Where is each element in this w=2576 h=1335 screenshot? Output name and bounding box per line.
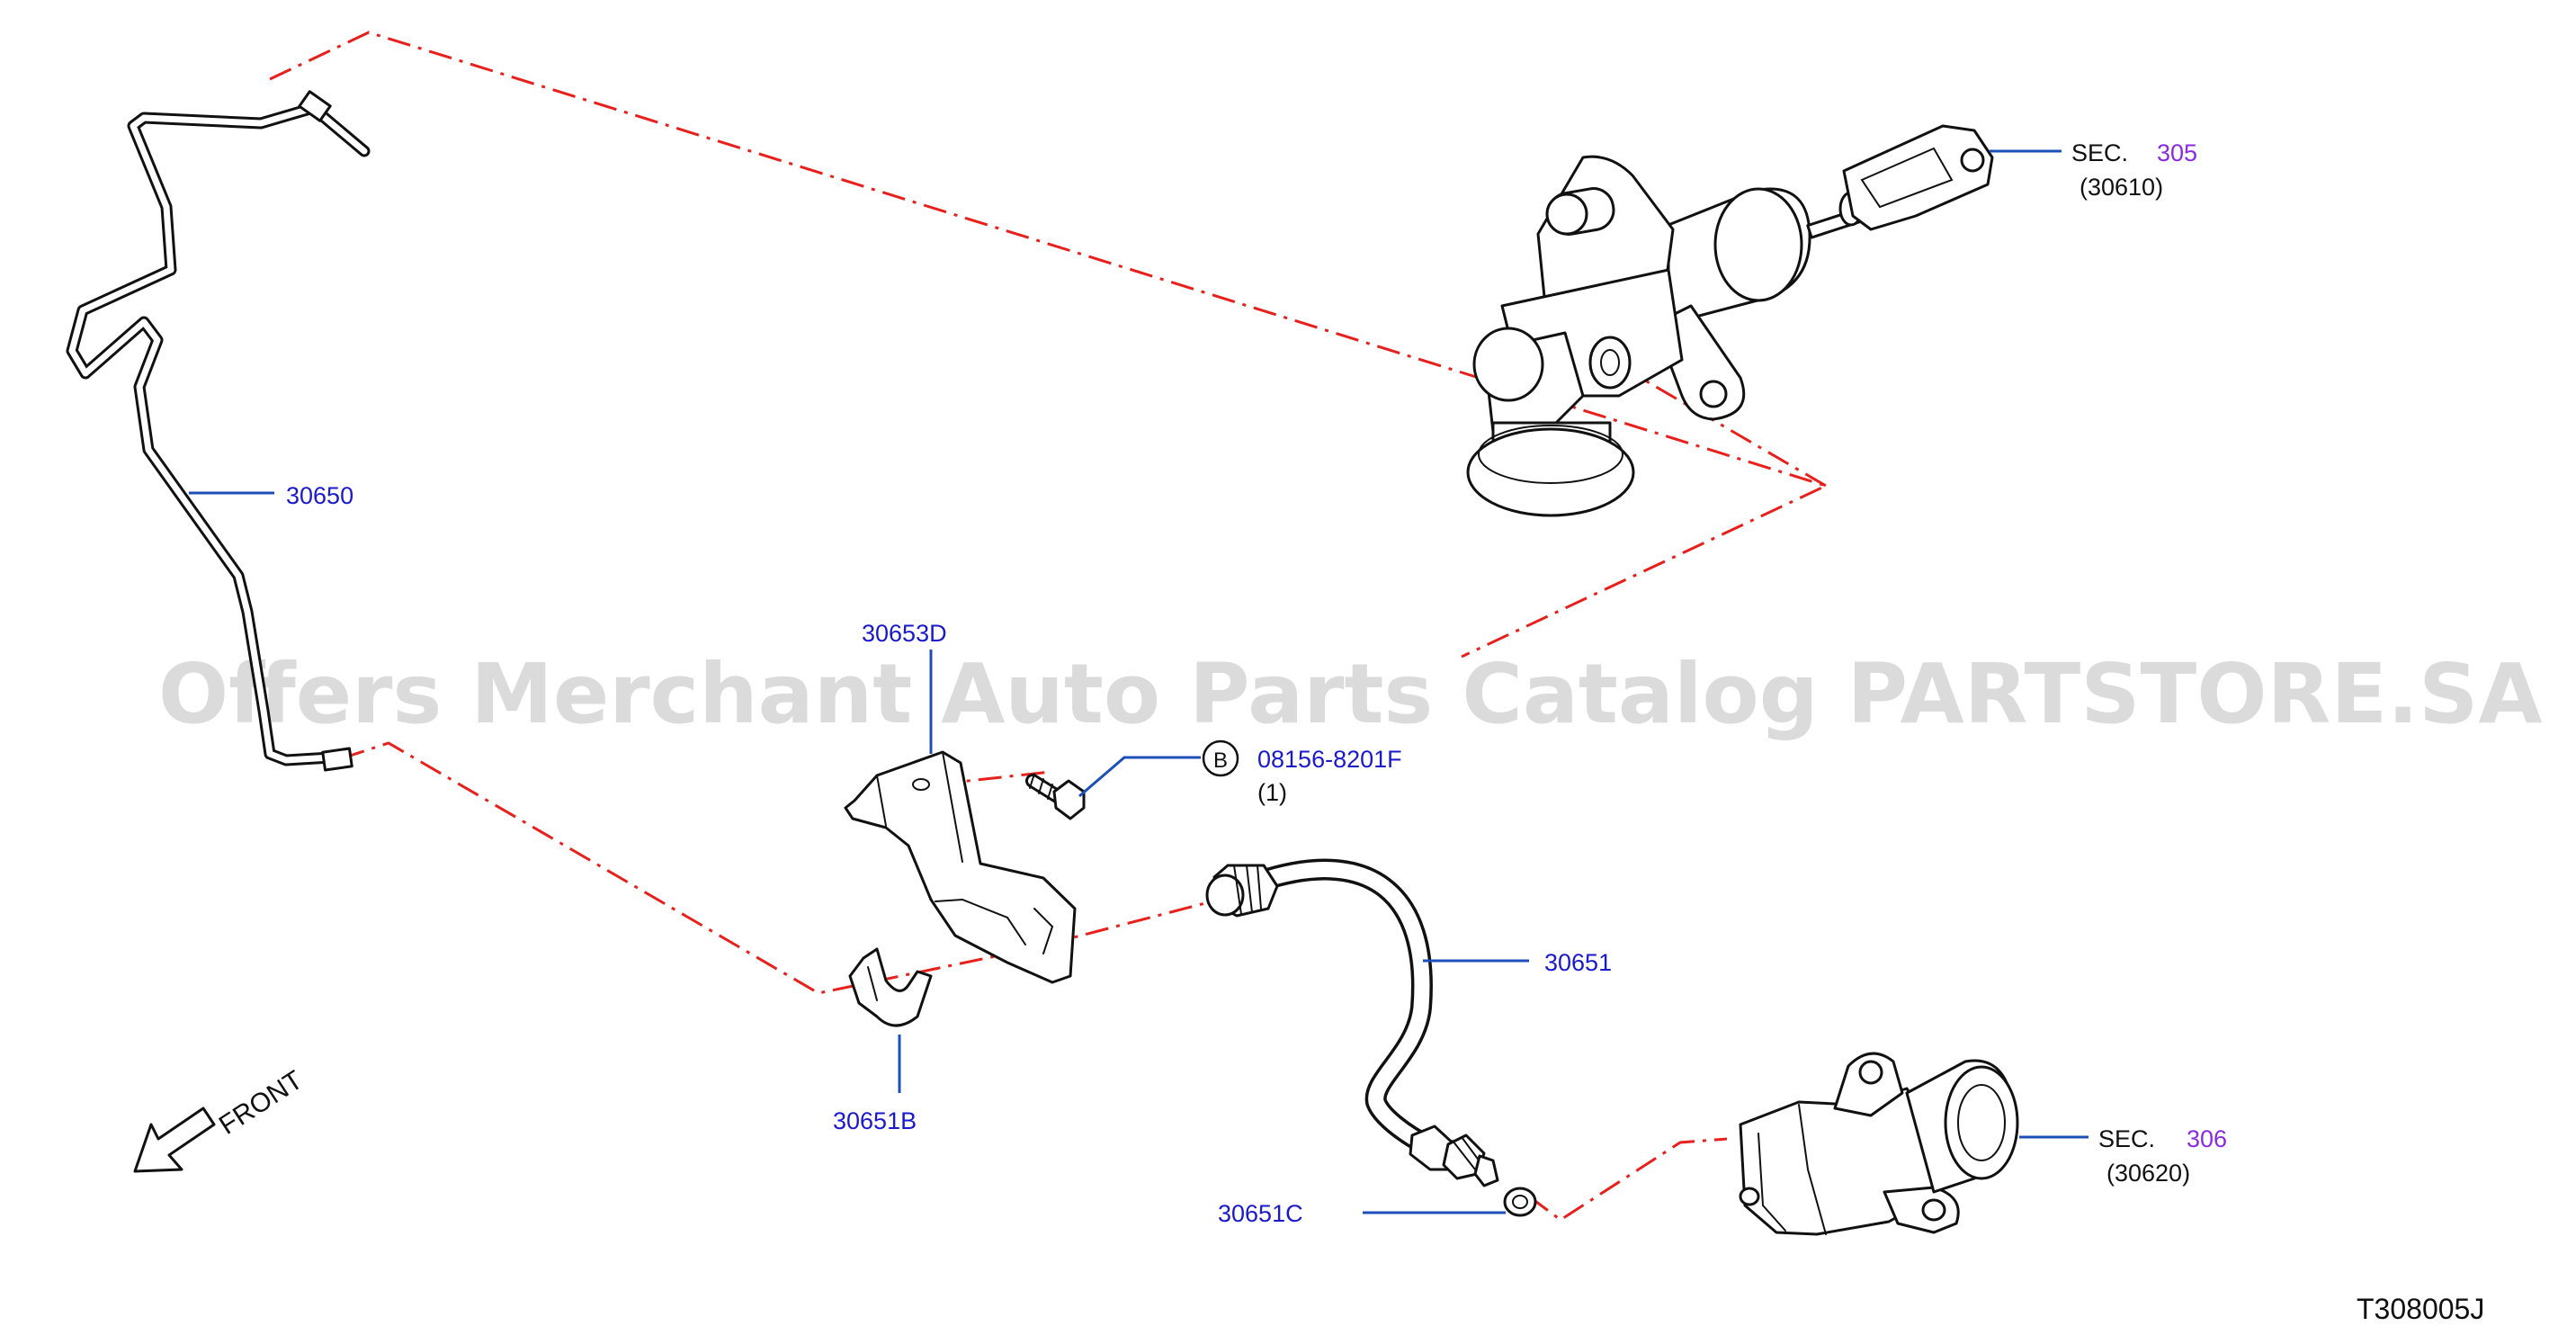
sec-306-prefix: SEC. — [2098, 1125, 2155, 1152]
slave-ear-bottom-hole — [1921, 1198, 1946, 1222]
sec-305-sub: (30610) — [2080, 174, 2163, 201]
bolt-head — [1052, 779, 1086, 820]
ref-line-master-outlet — [1618, 363, 1827, 488]
bracket-body — [844, 750, 1077, 984]
ref-line-washer-to-slave — [1528, 1137, 1728, 1222]
bolt-08156-8201F — [1025, 773, 1086, 820]
label-08156-8201F: 08156-8201F — [1257, 746, 1402, 773]
leader-lines — [189, 149, 2089, 1214]
front-label: FRONT — [214, 1065, 309, 1141]
sec-305-number: 305 — [2157, 139, 2197, 166]
clutch-pipe-30650 — [66, 90, 371, 772]
master-outlet — [1588, 336, 1632, 390]
sec-306-number: 306 — [2187, 1125, 2227, 1152]
clutch-operating-cylinder — [1739, 1052, 2019, 1236]
washer-inner — [1512, 1195, 1528, 1209]
bracket-30653D — [844, 750, 1077, 984]
slave-ear-bottom — [1883, 1186, 1960, 1234]
washer-30651C — [1503, 1187, 1537, 1217]
slave-ear-top-hole — [1858, 1060, 1883, 1085]
clip-body — [848, 947, 933, 1027]
label-30651C: 30651C — [1218, 1200, 1303, 1227]
diagram-code: T308005J — [2357, 1293, 2484, 1325]
label-30651B: 30651B — [833, 1107, 917, 1134]
clutch-master-cylinder — [1466, 124, 1994, 517]
sec-306-sub: (30620) — [2106, 1160, 2190, 1187]
slave-bleeder — [1739, 1187, 1760, 1206]
watermark-text: Offers Merchant Auto Parts Catalog PARTS… — [158, 646, 2543, 742]
clip-30651B — [848, 947, 933, 1027]
bolt-ref-letter: B — [1213, 748, 1228, 773]
slave-bore-end — [1944, 1065, 2019, 1180]
master-boot-base — [1466, 427, 1635, 517]
master-inlet-opening — [1545, 193, 1588, 236]
label-30651: 30651 — [1544, 949, 1612, 976]
hose-bottom-tip — [1473, 1154, 1499, 1187]
pipe-flare-nut-top — [298, 90, 332, 122]
label-bolt-qty: (1) — [1257, 779, 1287, 806]
master-port-cap — [1472, 327, 1544, 402]
ref-line-master-to-pipe — [269, 31, 1830, 659]
bolt-ref-circle — [1202, 739, 1239, 777]
front-indicator: FRONT — [133, 1065, 309, 1173]
ref-line-pipe-to-bracket — [341, 741, 1206, 995]
slave-ear-top — [1833, 1052, 1904, 1117]
front-arrow-icon — [133, 1107, 216, 1173]
hose-top-fitting-end — [1205, 874, 1245, 917]
pipe-flare-nut-bottom — [321, 747, 353, 772]
clutch-hose-30651 — [1205, 858, 1499, 1187]
master-clevis — [1842, 124, 1994, 231]
bracket-hole — [912, 778, 930, 791]
master-clevis-pin-hole — [1960, 148, 1985, 173]
washer-outer — [1503, 1187, 1537, 1217]
label-30653D: 30653D — [862, 620, 947, 647]
leader-bolt — [1078, 756, 1201, 798]
label-30650: 30650 — [286, 482, 353, 509]
master-cylinder-end — [1713, 187, 1803, 302]
master-flange-hole — [1699, 380, 1728, 408]
sec-305-prefix: SEC. — [2071, 139, 2128, 166]
